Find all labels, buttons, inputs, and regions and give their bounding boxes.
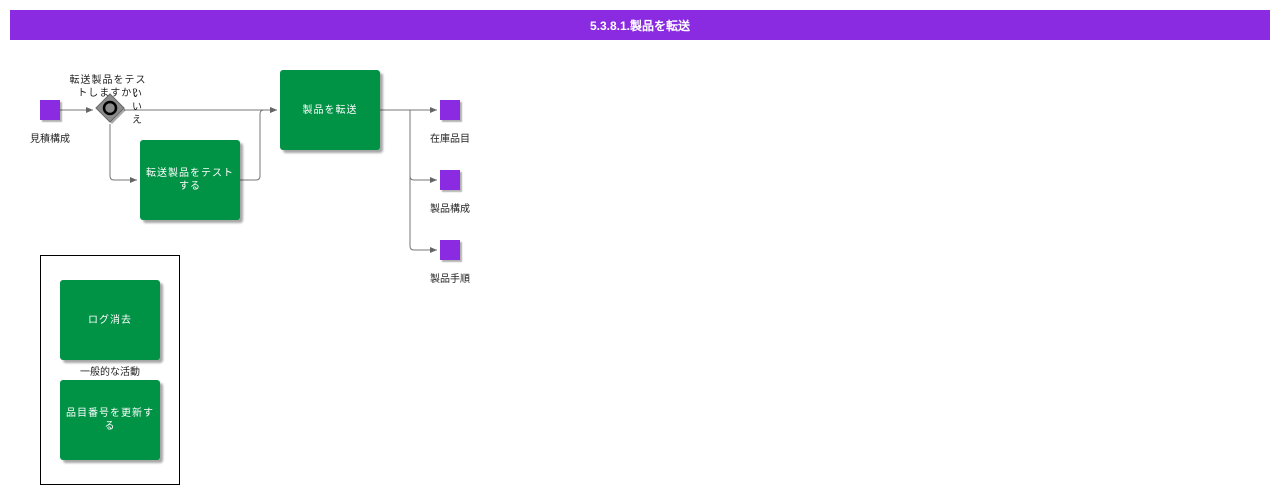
- gateway-question-label: 転送製品をテストしますか?: [69, 75, 147, 99]
- output-data-object-1[interactable]: [440, 100, 460, 120]
- output-label-2: 製品構成: [430, 204, 470, 215]
- start-data-object[interactable]: [40, 100, 60, 120]
- gateway-no-label: いいえ: [132, 89, 142, 126]
- update-item-number-label: 品目番号を更新する: [66, 408, 154, 432]
- transfer-task-label: 製品を転送: [302, 104, 358, 116]
- clear-log-label: ログ消去: [88, 314, 132, 326]
- start-label: 見積構成: [30, 134, 70, 145]
- output-data-object-3[interactable]: [440, 240, 460, 260]
- group-label: 一般的な活動: [80, 367, 140, 378]
- general-activities-group[interactable]: [40, 255, 180, 485]
- transfer-product-task[interactable]: 製品を転送: [280, 70, 380, 150]
- update-item-number-task[interactable]: 品目番号を更新する: [60, 380, 160, 460]
- output-label-3: 製品手順: [430, 274, 470, 285]
- diagram-title-bar: 5.3.8.1.製品を転送: [10, 10, 1270, 40]
- gateway-end-circle-icon: [102, 100, 118, 116]
- edge-test-transfer: [240, 107, 277, 181]
- output-data-object-2[interactable]: [440, 170, 460, 190]
- edge-transfer-out2: [409, 110, 437, 183]
- edge-transfer-out3: [409, 176, 437, 253]
- clear-log-task[interactable]: ログ消去: [60, 280, 160, 360]
- edge-gateway-test: [109, 124, 137, 183]
- test-task-label: 転送製品をテストする: [146, 168, 234, 192]
- output-label-1: 在庫品目: [430, 134, 470, 145]
- diagram-title: 5.3.8.1.製品を転送: [589, 18, 691, 33]
- gateway-diamond: [95, 93, 126, 124]
- test-transfer-product-task[interactable]: 転送製品をテストする: [140, 140, 240, 220]
